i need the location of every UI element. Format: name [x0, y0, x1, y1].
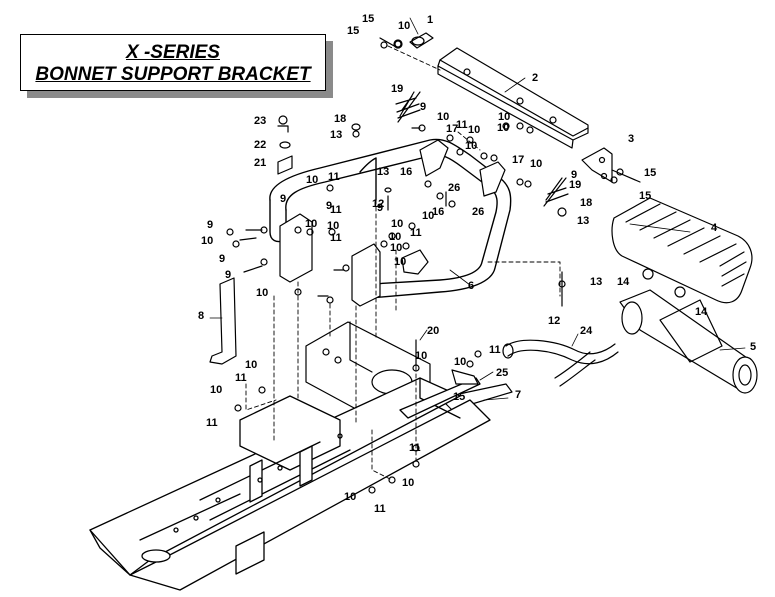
callout-10: 10	[344, 491, 356, 503]
callout-5: 5	[750, 341, 756, 353]
callout-3: 3	[628, 133, 634, 145]
part-19-springs	[395, 91, 569, 207]
callout-10: 10	[394, 256, 406, 268]
callout-11: 11	[330, 204, 342, 216]
callout-20: 20	[427, 325, 439, 337]
chassis-frame	[89, 377, 491, 591]
callout-24: 24	[580, 325, 593, 337]
callout-10: 10	[398, 20, 410, 32]
callout-17: 17	[446, 123, 458, 135]
callout-10: 10	[415, 350, 427, 362]
callout-26: 26	[472, 206, 484, 218]
callout-14: 14	[617, 276, 630, 288]
callout-1: 1	[427, 14, 433, 26]
assembly-dashed-lines	[245, 45, 561, 481]
callout-13: 13	[377, 166, 389, 178]
callout-15: 15	[644, 167, 656, 179]
callout-10: 10	[210, 384, 222, 396]
callout-6: 6	[468, 280, 474, 292]
callout-10: 10	[306, 174, 318, 186]
callout-15: 15	[639, 190, 651, 202]
callout-9: 9	[326, 200, 332, 212]
callout-2: 2	[532, 72, 538, 84]
part-1-bracket	[379, 32, 434, 49]
callout-15: 15	[453, 391, 465, 403]
callout-11: 11	[374, 503, 386, 515]
callout-9: 9	[377, 202, 383, 214]
callout-10: 10	[454, 356, 466, 368]
callout-11: 11	[410, 227, 422, 239]
callout-10: 10	[437, 111, 449, 123]
callout-26: 26	[448, 182, 460, 194]
part-2-cross-channel	[437, 47, 589, 149]
callout-7: 7	[515, 389, 521, 401]
callout-13: 13	[590, 276, 602, 288]
callout-17: 17	[512, 154, 524, 166]
callout-9: 9	[219, 253, 225, 265]
part-7-rear-bracket	[439, 383, 513, 411]
callout-10: 10	[245, 359, 257, 371]
callout-12: 12	[548, 315, 560, 327]
callout-10: 10	[256, 287, 268, 299]
callout-9: 9	[225, 269, 231, 281]
callout-15: 15	[347, 25, 359, 37]
part-8-side-bracket	[209, 277, 237, 365]
callout-11: 11	[456, 119, 468, 131]
callout-9: 9	[420, 101, 426, 113]
callout-10: 10	[201, 235, 213, 247]
callout-10: 10	[465, 140, 477, 152]
callout-4: 4	[711, 222, 718, 234]
part-5-muffler	[619, 289, 758, 394]
title-line-2: BONNET SUPPORT BRACKET	[35, 64, 311, 85]
callout-18: 18	[334, 113, 346, 125]
callout-11: 11	[330, 232, 342, 244]
callout-16: 16	[400, 166, 412, 178]
leader-lines	[209, 17, 746, 401]
callout-13: 13	[330, 129, 342, 141]
callout-23: 23	[254, 115, 266, 127]
callout-16: 16	[432, 206, 444, 218]
callout-10: 10	[305, 218, 317, 230]
callout-11: 11	[489, 344, 501, 356]
callout-10: 10	[327, 220, 339, 232]
callout-22: 22	[254, 139, 266, 151]
callout-11: 11	[206, 417, 218, 429]
callout-19: 19	[391, 83, 403, 95]
callout-13: 13	[577, 215, 589, 227]
diagram-title: X -SERIES BONNET SUPPORT BRACKET	[20, 34, 326, 91]
title-line-1: X -SERIES	[126, 42, 220, 63]
callout-9: 9	[571, 169, 577, 181]
part-3-bracket	[581, 147, 641, 183]
callout-11: 11	[409, 442, 421, 454]
callout-10: 10	[530, 158, 542, 170]
callout-10: 10	[468, 124, 480, 136]
callout-10: 10	[422, 210, 434, 222]
callout-15: 15	[362, 13, 374, 25]
callout-10: 10	[391, 218, 403, 230]
callout-11: 11	[235, 372, 247, 384]
callout-10: 10	[498, 111, 510, 123]
part-4-heat-shield	[611, 197, 753, 304]
frame-brackets	[279, 139, 506, 307]
callout-19: 19	[569, 179, 581, 191]
callout-10: 10	[390, 242, 402, 254]
callout-9: 9	[280, 193, 286, 205]
hardware-fasteners	[226, 40, 686, 494]
callout-10: 10	[497, 122, 509, 134]
callout-12: 12	[372, 198, 384, 210]
callout-10: 10	[402, 477, 414, 489]
part-24-exhaust-pipe	[502, 339, 619, 387]
callout-11: 11	[328, 171, 340, 183]
callout-18: 18	[580, 197, 592, 209]
callout-9: 9	[207, 219, 213, 231]
callout-25: 25	[496, 367, 508, 379]
callout-10: 10	[389, 231, 401, 243]
callout-14: 14	[695, 306, 708, 318]
callout-21: 21	[254, 157, 266, 169]
callout-8: 8	[198, 310, 204, 322]
